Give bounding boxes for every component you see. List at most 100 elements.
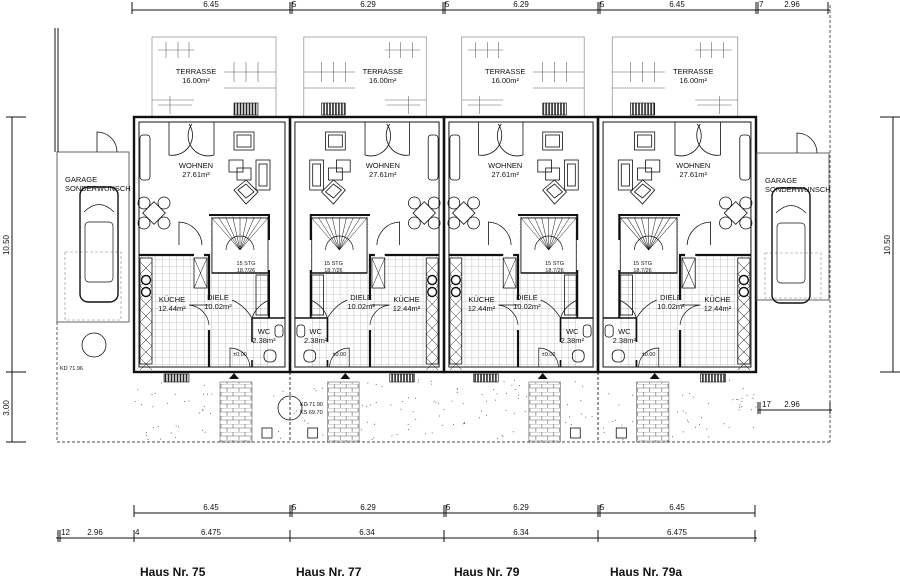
house-number-label: Haus Nr. 79a (610, 565, 682, 579)
house-number-label: Haus Nr. 77 (296, 565, 362, 579)
level-kd-left: KD 71.96 (60, 366, 83, 372)
room-area-terrasse: 16.00m² (491, 76, 519, 85)
level-label: ±0.00 (642, 352, 656, 358)
dimension-label: 6.45 (203, 503, 219, 512)
dimension-label: 6.45 (669, 503, 685, 512)
dimension-label: 3.00 (2, 400, 11, 416)
dimension-label: 6.29 (360, 0, 376, 9)
room-area-wohnen: 27.61m² (491, 170, 519, 179)
room-area-wohnen: 27.61m² (182, 170, 210, 179)
room-name-terrasse: TERRASSE (673, 67, 713, 76)
garage-door (96, 131, 118, 153)
dimension-label: 5 (292, 503, 297, 512)
dimension-label: 6.475 (201, 528, 222, 537)
dimension-label: 6.29 (513, 503, 529, 512)
car-icon (79, 186, 119, 303)
plan-geometry (6, 2, 900, 542)
level-label: ±0.00 (233, 352, 247, 358)
dimension-label: 2.96 (784, 0, 800, 9)
dimension-label: 5 (600, 503, 605, 512)
room-area-terrasse: 16.00m² (679, 76, 707, 85)
room-area-terrasse: 16.00m² (369, 76, 397, 85)
garage-outline (56, 151, 130, 323)
dimension-label: 12 (61, 528, 70, 537)
house-number-label: Haus Nr. 75 (140, 565, 206, 579)
garage-sublabel: SONDERWUNSCH (65, 184, 131, 193)
room-name-kueche: KÜCHE (468, 295, 494, 304)
room-area-kueche: 12.44m² (393, 304, 421, 313)
level-label: ±0.00 (332, 352, 346, 358)
dimension-label: 6.29 (513, 0, 529, 9)
shaft-circle (81, 332, 107, 358)
room-name-kueche: KÜCHE (159, 295, 185, 304)
room-name-wc: WC (309, 327, 322, 336)
room-name-terrasse: TERRASSE (176, 67, 216, 76)
room-area-kueche: 12.44m² (468, 304, 496, 313)
garage-door (796, 132, 818, 154)
room-name-diele: DIELE (207, 293, 229, 302)
room-area-wc: 2.38m² (304, 336, 328, 345)
room-area-wc: 2.38m² (561, 336, 585, 345)
house-geometry (132, 36, 292, 443)
stair-rise-label: 18.7/26 (545, 268, 563, 274)
room-name-kueche: KÜCHE (704, 295, 730, 304)
room-name-diele: DIELE (350, 293, 372, 302)
room-name-terrasse: TERRASSE (363, 67, 403, 76)
dimension-label: 6.34 (513, 528, 529, 537)
stair-label: 15 STG (633, 261, 652, 267)
dimension-label: 7 (759, 0, 764, 9)
room-area-diele: 10.02m² (513, 302, 541, 311)
garage-label: GARAGE (765, 176, 797, 185)
dimension-label: 5 (292, 0, 297, 9)
level-kd-mid: KD 71.90 (300, 402, 323, 408)
dimension-label: 10.50 (883, 234, 892, 255)
dimension-label: 6.475 (667, 528, 688, 537)
room-name-wohnen: WOHNEN (676, 161, 710, 170)
room-name-wc: WC (258, 327, 271, 336)
dimension-label: 6.34 (359, 528, 375, 537)
garage-label: GARAGE (65, 175, 97, 184)
house-geometry (288, 36, 446, 443)
room-name-diele: DIELE (516, 293, 538, 302)
level-ks-mid: KS 69.70 (300, 410, 323, 416)
room-area-diele: 10.02m² (657, 302, 685, 311)
house-number-label: Haus Nr. 79 (454, 565, 520, 579)
level-label: ±0.00 (542, 352, 556, 358)
room-name-wohnen: WOHNEN (488, 161, 522, 170)
room-area-wc: 2.38m² (252, 336, 276, 345)
stair-rise-label: 18.7/26 (237, 268, 255, 274)
room-area-wohnen: 27.61m² (369, 170, 397, 179)
dimension-label: 4 (135, 528, 140, 537)
stair-label: 15 STG (237, 261, 256, 267)
room-area-kueche: 12.44m² (704, 304, 732, 313)
room-name-terrasse: TERRASSE (485, 67, 525, 76)
stair-label: 15 STG (545, 261, 564, 267)
dimension-label: 6.45 (203, 0, 219, 9)
room-name-wohnen: WOHNEN (366, 161, 400, 170)
house-geometry (442, 36, 600, 443)
room-area-terrasse: 16.00m² (182, 76, 210, 85)
dimension-label: 2.96 (784, 400, 800, 409)
house-geometry (596, 36, 758, 443)
stair-label: 15 STG (324, 261, 343, 267)
stair-rise-label: 18.7/26 (324, 268, 342, 274)
room-name-wc: WC (618, 327, 631, 336)
dimension-label: 5 (446, 503, 451, 512)
room-name-wc: WC (566, 327, 579, 336)
dimension-label: 6.29 (360, 503, 376, 512)
room-name-kueche: KÜCHE (393, 295, 419, 304)
room-area-wc: 2.38m² (613, 336, 637, 345)
dimension-label: 6.45 (669, 0, 685, 9)
garage-sublabel: SONDERWUNSCH (765, 185, 831, 194)
room-name-wohnen: WOHNEN (179, 161, 213, 170)
dimension-label: 5 (600, 0, 605, 9)
dimension-label: 2.96 (87, 528, 103, 537)
room-area-diele: 10.02m² (347, 302, 375, 311)
shaft-circle (277, 395, 303, 421)
stair-rise-label: 18.7/26 (633, 268, 651, 274)
room-area-kueche: 12.44m² (158, 304, 186, 313)
room-area-diele: 10.02m² (204, 302, 232, 311)
car-icon (771, 187, 811, 304)
dimension-label: 5 (445, 0, 450, 9)
